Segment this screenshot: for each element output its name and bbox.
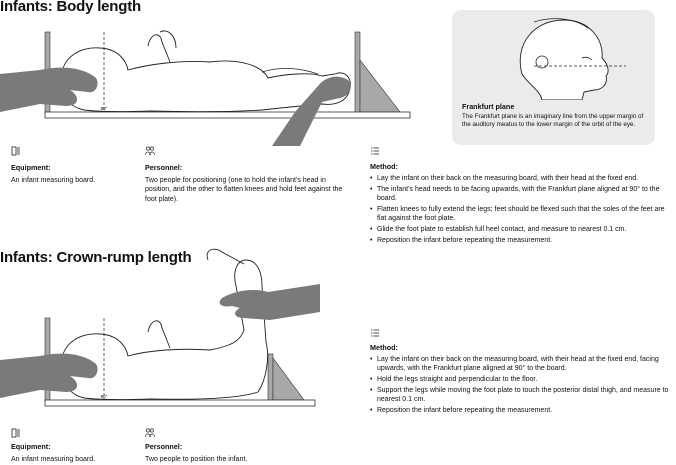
list-item: Lay the infant on their back on the meas… bbox=[370, 174, 670, 184]
equipment-label: Equipment: bbox=[11, 442, 51, 451]
equipment-icon bbox=[11, 428, 20, 438]
list-item: Reposition the infant before repeating t… bbox=[370, 236, 670, 246]
method-label: Method: bbox=[370, 162, 398, 171]
footplate-brace bbox=[272, 357, 305, 401]
section-title-crown-rump: Infants: Crown-rump length bbox=[0, 249, 192, 266]
body-length-method-list: Lay the infant on their back on the meas… bbox=[370, 174, 670, 247]
equipment-text: An infant measuring board. bbox=[11, 177, 96, 184]
frankfurt-plane-card: Frankfurt plane The Frankfurt plane is a… bbox=[452, 10, 655, 145]
infant-figure bbox=[61, 47, 351, 113]
infant-arm bbox=[147, 320, 171, 349]
personnel-icon bbox=[145, 428, 155, 438]
method-label: Method: bbox=[370, 343, 398, 352]
measuring-board bbox=[44, 399, 316, 407]
list-item: Support the legs while moving the foot p… bbox=[370, 386, 670, 405]
list-item: Reposition the infant before repeating t… bbox=[370, 406, 670, 416]
personnel-text: Two people for positioning (one to hold … bbox=[145, 177, 343, 203]
helper-hand-left bbox=[0, 353, 98, 398]
infant-foot bbox=[206, 248, 245, 265]
personnel-label: Personnel: bbox=[145, 163, 183, 172]
section-title-body-length: Infants: Body length bbox=[0, 0, 141, 15]
crown-rump-method-list: Lay the infant on their back on the meas… bbox=[370, 355, 670, 417]
board-footplate bbox=[354, 31, 361, 116]
personnel-text: Two people to position the infant. bbox=[145, 456, 248, 463]
angle-label: 90° bbox=[101, 106, 108, 111]
method-icon bbox=[371, 329, 379, 337]
equipment-label: Equipment: bbox=[11, 163, 51, 172]
method-icon bbox=[371, 147, 379, 155]
frankfurt-description: The Frankfurt plane is an imaginary line… bbox=[462, 113, 644, 129]
list-item: Flatten knees to fully extend the legs; … bbox=[370, 205, 670, 224]
footplate-brace bbox=[359, 59, 401, 113]
body-length-illustration: 90° bbox=[0, 30, 411, 146]
infant-arm bbox=[147, 30, 177, 63]
frankfurt-title: Frankfurt plane bbox=[462, 102, 515, 111]
frankfurt-head-illustration bbox=[519, 18, 626, 100]
equipment-text: An infant measuring board. bbox=[11, 456, 96, 463]
ear-icon bbox=[535, 55, 549, 69]
crown-rump-illustration: 90° bbox=[0, 248, 320, 407]
helper-hand-right bbox=[219, 284, 320, 320]
angle-label: 90° bbox=[101, 394, 108, 399]
personnel-icon bbox=[145, 146, 155, 156]
list-item: Lay the infant on their back on the meas… bbox=[370, 355, 670, 374]
personnel-label: Personnel: bbox=[145, 442, 183, 451]
infant-figure bbox=[61, 259, 269, 401]
list-item: The infant’s head needs to be facing upw… bbox=[370, 185, 670, 204]
board-footplate bbox=[267, 353, 274, 403]
measuring-board bbox=[44, 111, 411, 119]
list-item: Glide the foot plate to establish full h… bbox=[370, 225, 670, 235]
equipment-icon bbox=[11, 146, 20, 156]
helper-hand-left bbox=[0, 67, 98, 112]
eye-icon bbox=[581, 56, 593, 61]
list-item: Hold the legs straight and perpendicular… bbox=[370, 375, 670, 385]
helper-hand-right bbox=[272, 76, 351, 146]
